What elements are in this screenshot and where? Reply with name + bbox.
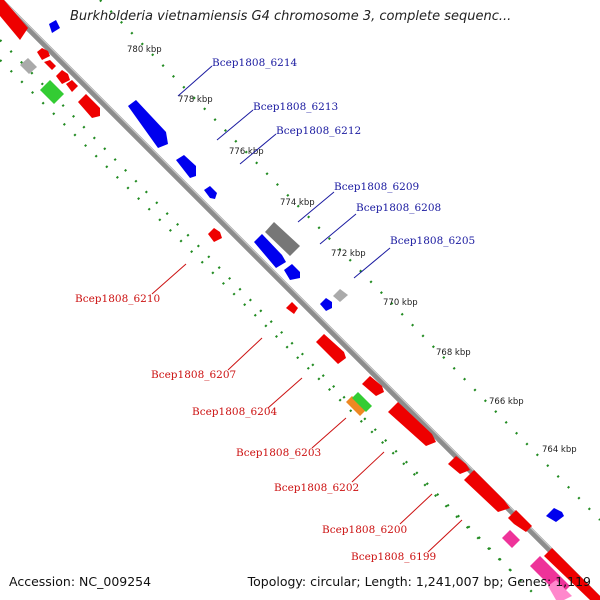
topology-info: Topology: circular; Length: 1,241,007 bp…: [247, 574, 591, 589]
gene-arrow[interactable]: [49, 20, 60, 33]
top-gene-labels: Bcep1808_6214 Bcep1808_6213 Bcep1808_621…: [177, 57, 475, 279]
label-leader-line: [399, 493, 433, 525]
label-leader-line: [177, 65, 213, 97]
kbp-tick: 772 kbp: [331, 249, 366, 259]
forward-strand-features: [20, 20, 564, 522]
gene-arrow[interactable]: [208, 228, 222, 242]
label-leader-line: [427, 519, 463, 553]
gene-arrow[interactable]: [204, 186, 217, 199]
kbp-tick: 768 kbp: [436, 348, 471, 358]
kbp-tick: 778 kbp: [178, 95, 213, 105]
gene-label[interactable]: Bcep1808_6214: [212, 57, 298, 69]
gene-label[interactable]: Bcep1808_6213: [253, 101, 338, 113]
label-leader-line: [239, 133, 277, 165]
green-feature[interactable]: [40, 80, 64, 104]
gene-label[interactable]: Bcep1808_6204: [192, 406, 278, 418]
gene-label[interactable]: Bcep1808_6209: [334, 181, 419, 193]
gene-label[interactable]: Bcep1808_6205: [390, 235, 475, 247]
orange-feature[interactable]: [346, 396, 366, 416]
gene-arrow[interactable]: [316, 334, 346, 364]
gene-arrow[interactable]: [362, 376, 384, 396]
label-leader-line: [351, 451, 385, 483]
label-leader-line: [353, 247, 391, 279]
gene-arrow[interactable]: [56, 70, 70, 84]
label-leader-line: [267, 377, 303, 409]
gene-arrow[interactable]: [320, 298, 332, 311]
gene-arrow[interactable]: [37, 48, 50, 60]
gene-arrow[interactable]: [176, 155, 196, 178]
kbp-tick: 774 kbp: [280, 198, 315, 208]
accession-info: Accession:NC_009254: [9, 574, 151, 589]
outer-dotted-track: [99, 0, 600, 521]
gene-arrow[interactable]: [544, 548, 600, 600]
gene-arrow[interactable]: [78, 94, 100, 118]
kbp-tick: 776 kbp: [229, 147, 264, 157]
label-leader-line: [151, 263, 187, 295]
gene-arrow[interactable]: [448, 456, 470, 474]
inner-dotted-track-2: [0, 59, 541, 600]
gene-arrow[interactable]: [514, 516, 532, 532]
accession-value: NC_009254: [79, 574, 152, 589]
gray-feature[interactable]: [333, 289, 348, 302]
kbp-tick: 766 kbp: [489, 397, 524, 407]
label-leader-line: [311, 417, 347, 449]
label-leader-line: [319, 213, 357, 245]
gene-label[interactable]: Bcep1808_6212: [276, 125, 361, 137]
kbp-tick: 780 kbp: [127, 45, 162, 55]
gene-arrow[interactable]: [464, 470, 510, 512]
label-leader-line: [297, 191, 335, 223]
pink-feature[interactable]: [548, 580, 572, 600]
bottom-gene-labels: Bcep1808_6210 Bcep1808_6207 Bcep1808_620…: [75, 263, 463, 563]
kbp-tick: 764 kbp: [542, 445, 577, 455]
gene-label[interactable]: Bcep1808_6210: [75, 293, 160, 305]
label-leader-line: [216, 109, 254, 141]
gene-arrow[interactable]: [66, 80, 78, 92]
gray-feature[interactable]: [265, 222, 300, 256]
gene-label[interactable]: Bcep1808_6207: [151, 369, 236, 381]
label-leader-line: [227, 337, 263, 371]
gene-arrow[interactable]: [128, 100, 168, 148]
gene-arrow[interactable]: [286, 302, 298, 314]
gene-label[interactable]: Bcep1808_6199: [351, 551, 436, 563]
gene-arrow[interactable]: [388, 402, 436, 446]
gene-label[interactable]: Bcep1808_6208: [356, 202, 441, 214]
accession-label: Accession:: [9, 574, 76, 589]
gray-feature[interactable]: [20, 58, 37, 74]
gene-arrow[interactable]: [254, 234, 286, 268]
gene-arrow[interactable]: [284, 264, 300, 280]
gene-label[interactable]: Bcep1808_6202: [274, 482, 359, 494]
inner-dotted-track-1: [0, 39, 521, 581]
pink-feature[interactable]: [502, 530, 520, 548]
map-title: Burkholderia vietnamiensis G4 chromosome…: [70, 9, 512, 24]
gene-label[interactable]: Bcep1808_6203: [236, 447, 321, 459]
gene-arrow[interactable]: [546, 508, 564, 522]
kbp-tick: 770 kbp: [383, 298, 418, 308]
gene-arrow[interactable]: [44, 60, 56, 70]
green-feature[interactable]: [352, 392, 372, 412]
gene-label[interactable]: Bcep1808_6200: [322, 524, 407, 536]
kbp-ticks: 780 kbp 778 kbp 776 kbp 774 kbp 772 kbp …: [127, 45, 577, 455]
gene-arrow[interactable]: [0, 0, 28, 40]
